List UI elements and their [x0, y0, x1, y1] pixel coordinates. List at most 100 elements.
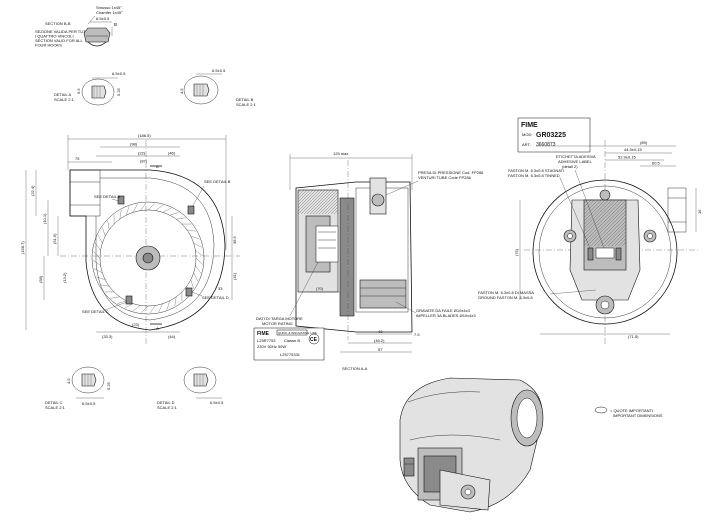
rear-note-label-detail: (detail 2)	[562, 164, 578, 169]
impeller-blade	[195, 250, 203, 255]
front-dim-33-3: (33.3)	[102, 334, 113, 339]
side-section-title: SECTION A-A	[342, 366, 368, 371]
impeller-blade	[117, 301, 126, 304]
detail-a-dim-1: 6.5±0.5	[112, 71, 126, 76]
impeller-blade	[133, 204, 137, 212]
front-section-marker-top: A	[156, 164, 159, 169]
rear-dim-75: (75)	[514, 248, 519, 256]
detail-b: 6.5±0.5 4.5 DETAIL B SCALE 2:1	[179, 68, 257, 107]
detail-b-scale: SCALE 2:1	[236, 102, 257, 107]
front-dim-height: (158.7)	[20, 241, 25, 254]
rear-dim-89: (89)	[640, 140, 648, 145]
rear-dim-44-3: 44.3±0.15	[624, 147, 643, 152]
impeller-blade	[156, 205, 164, 210]
front-dim-75: 75	[75, 156, 80, 161]
title-block-mod-value: GR03225	[536, 132, 566, 139]
impeller-blade	[175, 297, 176, 306]
impeller-blade	[170, 212, 179, 215]
section-b-title: SECTION B-B	[45, 21, 71, 26]
rear-dim-52-9: 52.9±0.15	[618, 155, 637, 160]
legend-text-en: IMPORTANT DIMENSIONS	[613, 413, 663, 418]
motor-label-rating: 230V 50Hz 50W	[257, 344, 286, 349]
detail-a-dim-3: 5.25	[116, 87, 121, 96]
rear-outlet	[668, 188, 686, 232]
impeller-blade	[93, 251, 100, 258]
side-dim-70: (70)	[316, 286, 324, 291]
impeller-blade	[94, 269, 102, 273]
section-b-hook-profile	[84, 28, 110, 42]
side-note-plate-en: MOTOR RATING	[262, 321, 293, 326]
detail-d-dim-1: 6.5±0.5	[210, 400, 224, 405]
impeller-blade	[120, 210, 121, 219]
front-dim-23: (23)	[132, 322, 140, 327]
rear-dim-71-5: (71.5)	[628, 334, 639, 339]
impeller-blade	[111, 297, 120, 298]
title-block-art-label: ART:	[522, 142, 531, 147]
front-dim-overall-width: (186.5)	[138, 133, 151, 138]
rear-view: (89) 44.3±0.15 52.9±0.15 60.5 16 (75) (7…	[478, 140, 702, 345]
side-dim-43: 43	[378, 329, 383, 334]
impeller-blade	[140, 203, 145, 211]
front-hook-d	[186, 288, 192, 296]
impeller-blade	[191, 280, 194, 289]
front-dim-46-5: 46.5	[232, 235, 237, 244]
side-mounting-plate	[340, 198, 354, 316]
impeller-blade	[108, 221, 109, 230]
front-callout-detail-a: SEE DETAIL A	[94, 194, 121, 199]
motor-label-code: L25775331	[280, 352, 301, 357]
impeller-blade	[196, 258, 203, 265]
front-dim-58: (58)	[38, 275, 43, 283]
rear-faston-1	[588, 248, 593, 260]
side-dim-125-max: 125 max	[333, 151, 348, 156]
impeller-blade	[194, 273, 198, 281]
title-block-mod-label: MOD:	[522, 132, 532, 137]
detail-c-dim-3: 5.25	[106, 381, 111, 390]
detail-d: 6.5±0.5 DETAIL D SCALE 2:1	[157, 367, 224, 410]
impeller-blade	[194, 243, 202, 247]
front-section-marker-bottom: A	[156, 326, 159, 331]
front-dim-46-top: (46)	[168, 151, 176, 156]
front-dim-22: (22)	[138, 151, 146, 156]
detail-b-dim-2: 4.5	[179, 88, 184, 94]
impeller-blade	[133, 305, 141, 310]
detail-a-dim-2: 6.5	[76, 88, 81, 94]
motor-label-brand: FIME	[257, 331, 270, 337]
side-note-studs-en: IMPELLER 3A BLADES Ø10x4x3	[416, 313, 476, 318]
section-b-note-en-2: FOUR HOOKS	[35, 43, 62, 48]
rear-adhesive-label	[596, 248, 614, 258]
rear-faston-2	[616, 248, 621, 260]
front-dim-13-2: (13.2)	[62, 272, 67, 283]
impeller-blade	[150, 305, 155, 313]
front-callout-detail-d: SEE DETAIL D	[202, 295, 229, 300]
front-dim-33: 33	[218, 286, 223, 291]
rear-note-faston-top-en: FASTON M. 6.3x0.8 TINNED	[508, 173, 560, 178]
side-dim-45-2: (45.2)	[374, 338, 385, 343]
front-dim-51-5: (51.5)	[52, 233, 57, 244]
impeller-blade	[187, 230, 196, 231]
rear-dim-60-5: 60.5	[652, 161, 661, 166]
detail-c-dim-2: 4.5	[66, 378, 71, 384]
front-dim-87: (87)	[140, 159, 148, 164]
rear-note-faston-bottom-en: GROUND FASTON M. 6.3x0.8	[478, 295, 533, 300]
detail-b-dim-1: 6.5±0.5	[212, 68, 226, 73]
motor-label-model: L25R7753	[257, 338, 276, 343]
front-callout-detail-b: SEE DETAIL B	[204, 179, 231, 184]
detail-a-scale: SCALE 2:1	[54, 97, 75, 102]
front-view: (186.5) (98) (22) (46) 75 (87) (158.7) (…	[20, 133, 240, 345]
rear-boss-top	[600, 190, 610, 200]
legend: = QUOTE IMPORTANTI IMPORTANT DIMENSIONS	[595, 407, 663, 418]
detail-c: 6.5±0.5 4.5 5.25 DETAIL C SCALE 2:1	[45, 367, 111, 410]
impeller-blade	[148, 203, 155, 210]
motor-label-tag: QUICK & INNOVATING LINE	[278, 331, 317, 335]
iso-faston	[404, 458, 414, 476]
front-hook-b	[188, 206, 194, 214]
impeller-blade	[98, 235, 102, 243]
title-block-art-value: 3660873	[536, 142, 556, 148]
impeller-blade	[102, 227, 105, 236]
detail-c-dim-1: 6.5±0.5	[82, 401, 96, 406]
impeller-blade	[93, 260, 101, 265]
front-dim-98: (98)	[130, 142, 138, 147]
side-note-pressure-en: VENTURI TUBE Code FP286	[418, 175, 472, 180]
section-b-b: Smusso 1x45° Chamfer 1x45° SECTION B-B S…	[35, 5, 123, 48]
